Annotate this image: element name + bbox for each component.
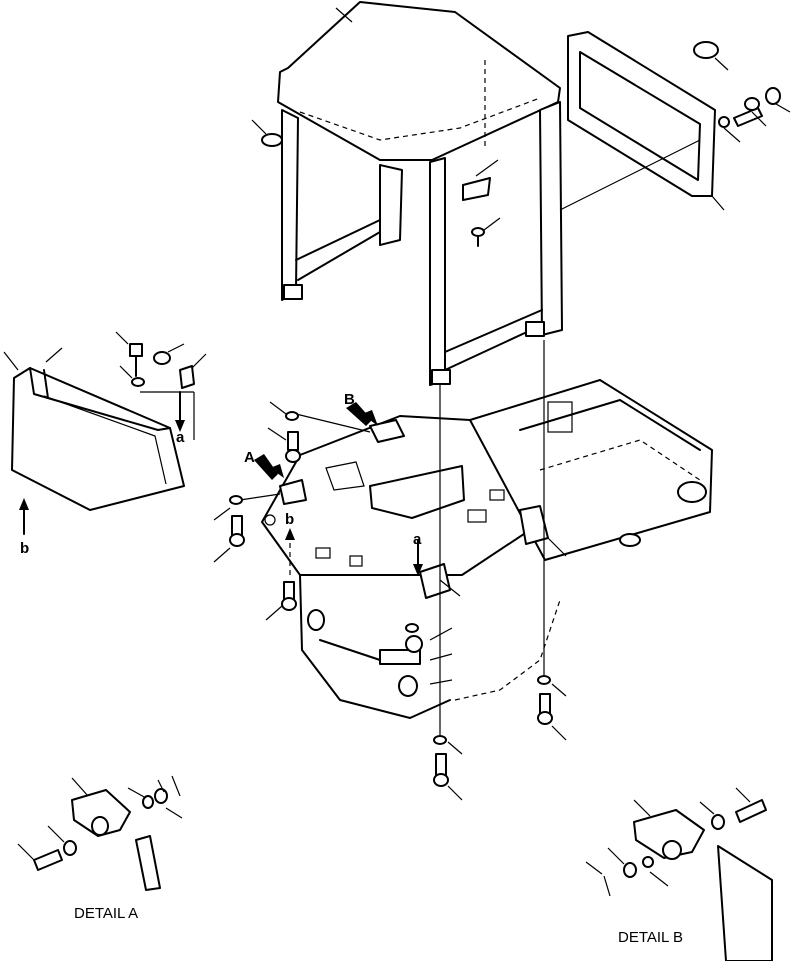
mounts [213,401,567,801]
ref-b-cover: b [20,540,29,557]
detail-a [17,775,183,891]
detail-b [585,787,773,961]
floor-frame [261,340,713,735]
detail-a-caption: DETAIL A [74,905,139,922]
ref-a-cover: a [176,429,185,446]
detail-a-marker: A [244,449,255,466]
detail-b-caption: DETAIL B [618,929,684,946]
side-cover [3,331,207,535]
detail-b-marker: B [344,391,355,408]
rear-window-frame [559,31,791,211]
canopy-assembly [251,1,563,386]
ref-a-frame: a [413,531,422,548]
ref-b-frame: b [285,511,294,528]
